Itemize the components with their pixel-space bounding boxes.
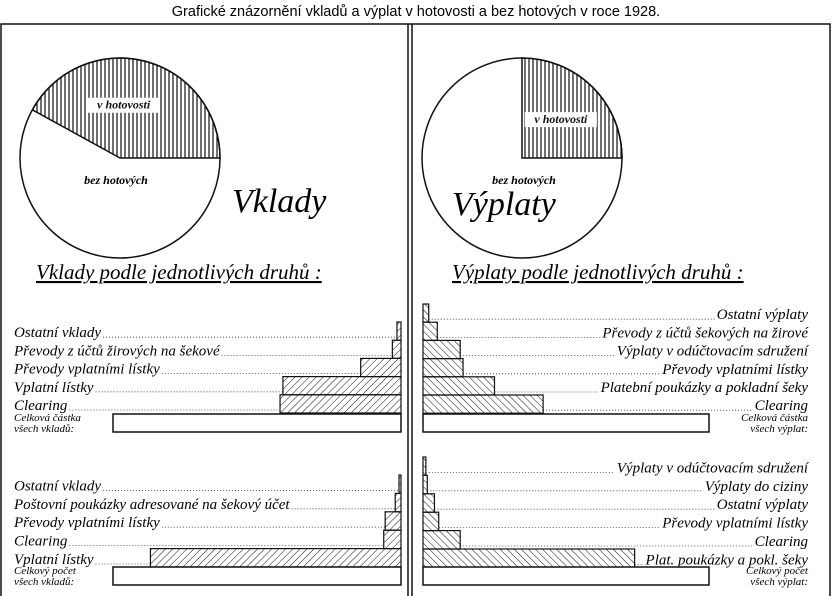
bar	[422, 321, 438, 342]
heading-vyplaty: Výplaty	[452, 186, 557, 223]
pie-label: v hotovosti	[534, 112, 588, 126]
bar	[394, 492, 402, 513]
bar-label: Ostatní výplaty	[717, 307, 809, 323]
total-label: všech výplat:	[750, 423, 808, 435]
total-label: všech výplat:	[750, 576, 808, 588]
bar-label: Clearing	[14, 398, 68, 414]
bar	[422, 394, 544, 414]
bar	[396, 321, 402, 341]
subheading-vklady: Vklady podle jednotlivých druhů :	[36, 260, 322, 284]
bar	[422, 511, 440, 532]
bar	[279, 394, 402, 414]
frame	[0, 23, 831, 596]
total-label: všech vkladů:	[14, 423, 74, 435]
bar	[360, 357, 402, 378]
pie-label: bez hotových	[492, 173, 556, 187]
bar	[422, 493, 436, 513]
bar	[149, 547, 402, 568]
total-label: Celkový počet	[14, 565, 77, 577]
bar	[422, 529, 461, 550]
total-label: Celkový počet	[746, 565, 809, 577]
bar	[422, 358, 464, 378]
pie-label: v hotovosti	[97, 98, 151, 112]
bar-label: Výplaty v odúčtovacím sdružení	[617, 460, 810, 476]
bar	[383, 529, 402, 550]
pie-slice-v-hotovosti	[521, 57, 623, 159]
subheading-vyplaty: Výplaty podle jednotlivých druhů :	[452, 260, 744, 284]
bar	[422, 303, 430, 323]
bar-label: Převody z účtů žirových na šekové	[13, 343, 221, 359]
bar	[422, 548, 636, 568]
bar	[398, 474, 402, 494]
bar-label: Převody vplatními lístky	[13, 362, 160, 378]
bar	[422, 474, 428, 495]
bar-label: Clearing	[755, 398, 809, 414]
bar-label: Ostatní vklady	[14, 325, 101, 341]
bar-label: Výplaty do ciziny	[705, 479, 809, 495]
bar-label: Platební poukázky a pokladní šeky	[600, 380, 809, 396]
bar	[282, 376, 402, 396]
bar-label: Clearing	[755, 534, 809, 550]
total-label: všech vkladů:	[14, 576, 74, 588]
bar-label: Převody z účtů šekových na žirové	[601, 325, 809, 341]
pie-label-bg	[87, 97, 160, 113]
heading-vklady: Vklady	[232, 183, 327, 220]
total-label: Celková částka	[14, 412, 81, 424]
total-bar	[422, 413, 710, 433]
bar-label: Převody vplatními lístky	[13, 515, 160, 531]
bar-label: Poštovní poukázky adresované na šekový ú…	[13, 497, 290, 513]
bar	[422, 339, 461, 360]
bar	[391, 339, 402, 360]
total-bar	[112, 566, 402, 586]
bar-label: Clearing	[14, 534, 68, 550]
bar-label: Ostatní vklady	[14, 478, 101, 494]
pie-label-bg	[524, 112, 597, 128]
bar	[384, 511, 402, 531]
bar-label: Vplatní lístky	[14, 380, 94, 396]
bar-label: Výplaty v odúčtovacím sdružení	[617, 344, 810, 360]
bar-label: Ostatní výplaty	[717, 497, 809, 513]
chart-title: Grafické znázornění vkladů a výplat v ho…	[172, 4, 660, 20]
bar-label: Plat. poukázky a pokl. šeky	[645, 552, 809, 568]
bar-label: Vplatní lístky	[14, 552, 94, 568]
bar	[422, 376, 496, 396]
bar-label: Převody vplatními lístky	[661, 362, 808, 378]
bar	[422, 456, 427, 476]
total-bar	[422, 566, 710, 586]
total-bar	[112, 413, 402, 433]
total-label: Celková částka	[741, 412, 808, 424]
bar-label: Převody vplatními lístky	[661, 516, 808, 532]
pie-label: bez hotových	[84, 173, 148, 187]
